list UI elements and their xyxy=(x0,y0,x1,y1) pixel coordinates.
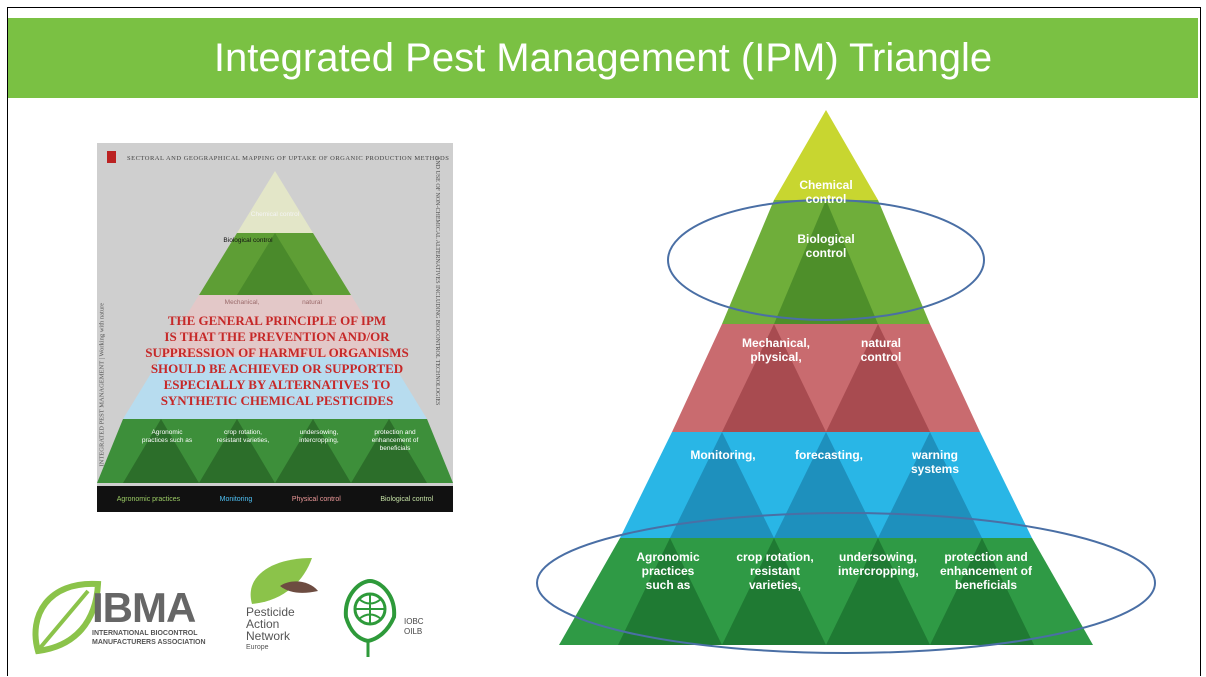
principle-line: SUPPRESSION OF HARMFUL ORGANISMS xyxy=(145,345,409,360)
legend-physical: Physical control xyxy=(291,495,341,503)
poster-legend: Agronomic practices Monitoring Physical … xyxy=(97,486,453,512)
principle-line: THE GENERAL PRINCIPLE OF IPM xyxy=(167,313,387,328)
poster-side-left: INTEGRATED PEST MANAGEMENT | Working wit… xyxy=(98,302,106,467)
poster-base-label-1: Agronomic practices such as xyxy=(141,429,193,444)
label-undersowing: undersowing, intercropping, xyxy=(838,550,919,578)
pan-europe-logo: Pesticide Action Network Europe xyxy=(232,556,322,668)
poster-tri-3 xyxy=(275,419,351,483)
tier-chemical xyxy=(774,110,878,200)
ibma-sub2: MANUFACTURERS ASSOCIATION xyxy=(92,639,206,646)
pan-line2: Action xyxy=(246,617,280,631)
tier-monitoring-tri-1 xyxy=(670,432,774,538)
tier-mechanical-tri-2 xyxy=(826,324,930,432)
pan-leaf-icon xyxy=(250,558,318,604)
poster-tri-1 xyxy=(123,419,199,483)
ipm-poster-image: SECTORAL AND GEOGRAPHICAL MAPPING OF UPT… xyxy=(97,143,453,512)
poster-base-label-2: crop rotation, resistant varieties, xyxy=(216,429,270,444)
iobc-logo: IOBC OILB xyxy=(338,578,438,659)
principle-line: ESPECIALLY BY ALTERNATIVES TO xyxy=(163,377,391,392)
legend-agronomic: Agronomic practices xyxy=(116,495,181,503)
tier-agronomic-tri-1 xyxy=(618,538,722,645)
tier-biological-inner xyxy=(774,200,878,324)
principle-line: IS THAT THE PREVENTION AND/OR xyxy=(164,329,390,344)
label-crop-rotation: crop rotation, resistant varieties, xyxy=(736,550,814,592)
pan-line3: Network xyxy=(246,629,291,643)
poster-base-label-4: protection and enhancement of beneficial… xyxy=(371,429,419,452)
poster-label-chemical: Chemical control xyxy=(250,211,300,218)
legend-monitoring: Monitoring xyxy=(219,495,253,503)
poster-tier-biological-inner xyxy=(237,233,313,295)
label-monitoring: Monitoring, xyxy=(690,448,756,462)
poster-principle-text: THE GENERAL PRINCIPLE OF IPM IS THAT THE… xyxy=(137,313,417,409)
iobc-globe-leaf-icon xyxy=(343,578,397,657)
poster-tier-monitoring xyxy=(123,357,427,419)
ibma-leaf-icon xyxy=(32,580,102,655)
highlight-ellipse-agronomic xyxy=(536,512,1156,654)
label-chemical-control: Chemical control xyxy=(799,178,853,206)
tier-mechanical xyxy=(672,324,980,432)
highlight-ellipse-biological xyxy=(667,199,985,321)
ipm-pyramid: Chemical control Biological control Mech… xyxy=(533,110,1203,660)
ibma-sub1: INTERNATIONAL BIOCONTROL xyxy=(92,630,198,637)
ibma-logo: IBMA INTERNATIONAL BIOCONTROL MANUFACTUR… xyxy=(28,576,218,656)
poster-pyramid xyxy=(97,171,453,483)
poster-tri-2 xyxy=(199,419,275,483)
poster-label-biological: Biological control xyxy=(223,237,273,244)
ibma-name: IBMA xyxy=(92,584,196,631)
label-biological-control: Biological control xyxy=(797,232,855,260)
label-agronomic: Agronomic practices such as xyxy=(636,550,700,592)
tier-mechanical-tri-1 xyxy=(722,324,826,432)
label-forecasting: forecasting, xyxy=(794,448,863,462)
principle-line: SHOULD BE ACHIEVED OR SUPPORTED xyxy=(150,361,404,376)
iobc-text: IOBC OILB xyxy=(404,617,424,637)
poster-header: SECTORAL AND GEOGRAPHICAL MAPPING OF UPT… xyxy=(127,155,450,162)
poster-label-mechanical: Mechanical, xyxy=(224,299,260,306)
pan-line1: Pesticide xyxy=(246,605,295,619)
iobc-line1: IOBC xyxy=(404,617,424,626)
pan-line4: Europe xyxy=(246,644,269,651)
principle-line: SYNTHETIC CHEMICAL PESTICIDES xyxy=(160,393,394,408)
tier-agronomic-tri-2 xyxy=(722,538,826,645)
slide-frame xyxy=(7,7,1201,676)
pan-text: Pesticide Action Network Europe xyxy=(246,606,295,654)
slide-title: Integrated Pest Management (IPM) Triangl… xyxy=(213,35,993,80)
tier-monitoring-tri-2 xyxy=(774,432,878,538)
tier-agronomic-tri-3 xyxy=(826,538,930,645)
poster-base-label-3: undersowing, intercropping, xyxy=(299,429,339,444)
poster-label-natural: natural xyxy=(302,299,322,306)
poster-logo-icon xyxy=(107,151,116,163)
label-natural-control: natural control xyxy=(860,336,902,364)
iobc-line2: OILB xyxy=(404,627,423,636)
poster-tri-4 xyxy=(351,419,427,483)
legend-biological: Biological control xyxy=(380,495,434,503)
pyramid-graphic xyxy=(536,110,1156,654)
poster-tier-chemical xyxy=(237,171,313,233)
title-bar: Integrated Pest Management (IPM) Triangl… xyxy=(8,18,1198,98)
poster-side-right: AND USE OF NON-CHEMICAL ALTERNATIVES INC… xyxy=(434,156,440,406)
tier-agronomic-tri-4 xyxy=(930,538,1034,645)
tier-monitoring-tri-3 xyxy=(878,432,982,538)
label-warning-systems: warning systems xyxy=(910,448,960,476)
label-protection: protection and enhancement of beneficial… xyxy=(939,550,1032,592)
poster-tier-mechanical xyxy=(161,295,389,357)
label-mechanical: Mechanical, physical, xyxy=(741,336,811,364)
